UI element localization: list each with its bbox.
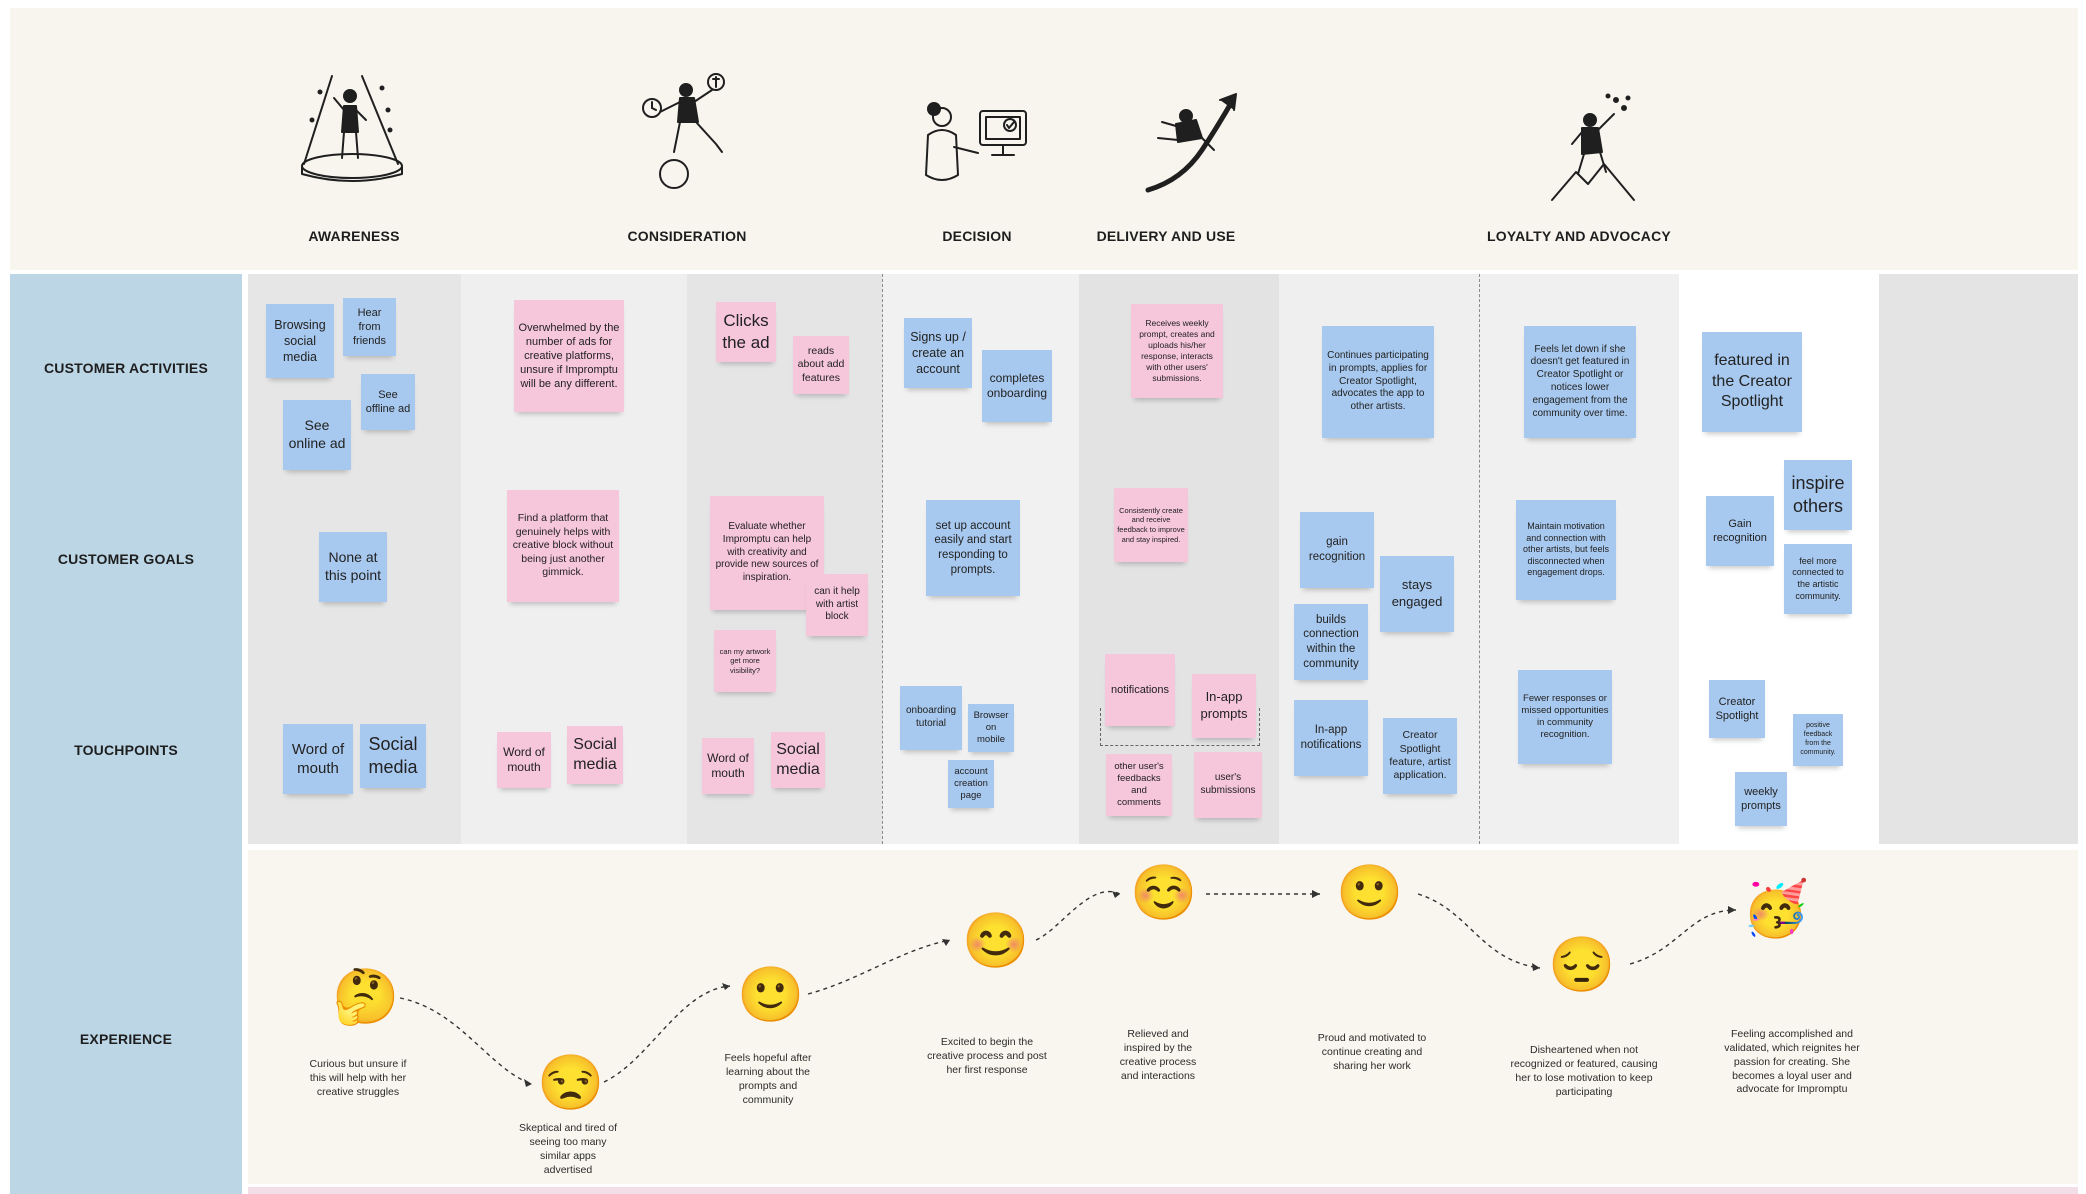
experience-caption: Proud and motivated to continue creating… xyxy=(1309,1032,1435,1074)
experience-caption: Feeling accomplished and validated, whic… xyxy=(1718,1028,1866,1097)
content-face-icon: 🙂 xyxy=(1336,866,1403,920)
unamused-face-icon: 😒 xyxy=(537,1056,604,1110)
experience-caption: Curious but unsure if this will help wit… xyxy=(308,1058,408,1100)
slightly-smiling-face-icon: 🙂 xyxy=(737,968,804,1022)
experience-caption: Skeptical and tired of seeing too many s… xyxy=(516,1122,620,1177)
relieved-smile-face-icon: ☺️ xyxy=(1130,866,1197,920)
experience-caption: Relieved and inspired by the creative pr… xyxy=(1110,1028,1206,1083)
experience-caption: Disheartened when not recognized or feat… xyxy=(1504,1044,1664,1099)
pensive-face-icon: 😔 xyxy=(1548,938,1615,992)
experience-caption: Feels hopeful after learning about the p… xyxy=(718,1052,818,1107)
partying-face-icon: 🥳 xyxy=(1742,882,1809,936)
experience-caption: Excited to begin the creative process an… xyxy=(922,1036,1052,1078)
thinking-face-icon: 🤔 xyxy=(332,970,399,1024)
smiling-face-icon: 😊 xyxy=(962,914,1029,968)
